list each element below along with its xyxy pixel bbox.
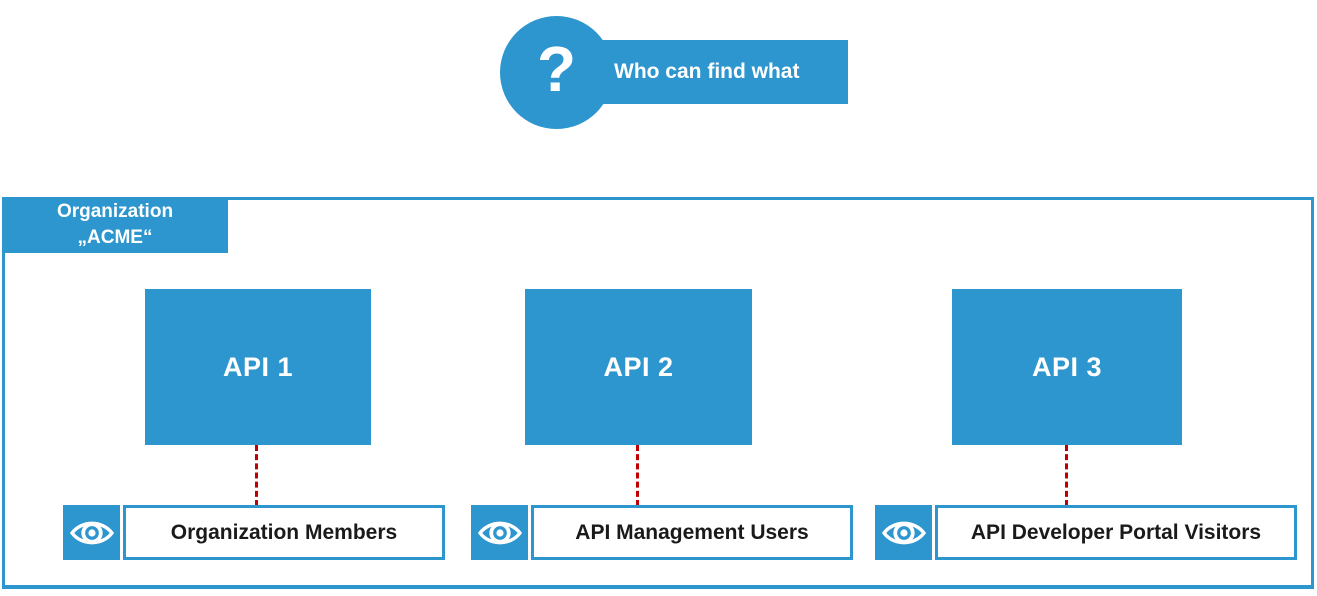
eye-icon — [63, 505, 120, 560]
eye-icon — [471, 505, 528, 560]
api-box-3: API 3 — [952, 289, 1182, 445]
eye-icon — [875, 505, 932, 560]
page-title: Who can find what — [614, 60, 800, 83]
connector-line-3 — [1065, 445, 1068, 506]
question-badge: ? — [500, 16, 613, 129]
audience-label-organization-members: Organization Members — [63, 505, 445, 560]
api-box-2: API 2 — [525, 289, 752, 445]
audience-text: API Developer Portal Visitors — [935, 505, 1297, 560]
organization-name-line2: „ACME“ — [77, 227, 153, 248]
api-box-1: API 1 — [145, 289, 371, 445]
api-box-2-label: API 2 — [603, 351, 674, 382]
organization-name-line1: Organization — [56, 201, 174, 223]
question-mark-icon: ? — [536, 32, 577, 105]
audience-label-api-management-users: API Management Users — [471, 505, 853, 560]
api-box-1-label: API 1 — [222, 351, 294, 382]
audience-text: Organization Members — [123, 505, 445, 560]
audience-text: API Management Users — [531, 505, 853, 560]
organization-tab: Organization „ACME“ — [2, 197, 228, 253]
connector-line-2 — [636, 445, 639, 506]
api-box-3-label: API 3 — [1031, 351, 1103, 382]
connector-line-1 — [255, 445, 258, 506]
audience-label-api-developer-portal-visitors: API Developer Portal Visitors — [875, 505, 1297, 560]
